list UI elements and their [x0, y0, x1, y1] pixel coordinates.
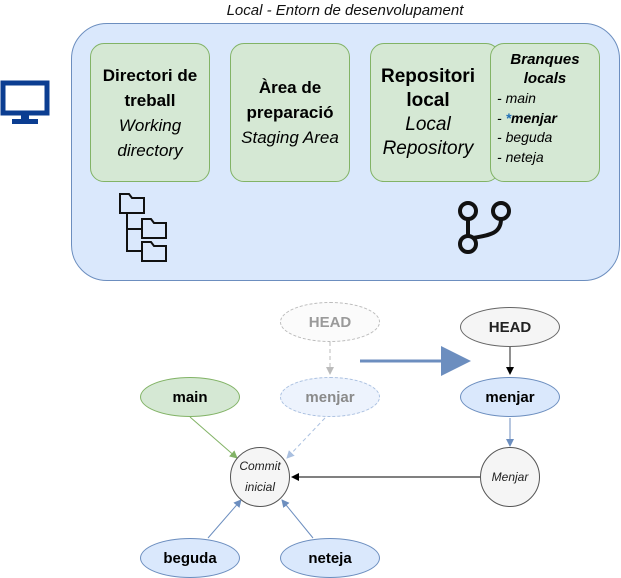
branch-name: neteja: [505, 148, 544, 165]
branch-prefix: -: [497, 109, 506, 126]
working-directory-subtitle-1: Working: [118, 115, 182, 135]
git-branch-icon: [458, 201, 511, 254]
local-repository-subtitle-2: Repository: [382, 137, 474, 159]
old-menjar-node: menjar: [280, 377, 380, 417]
branch-list-item-current: - *menjar: [497, 109, 557, 129]
beguda-branch-node: beguda: [140, 538, 240, 578]
initial-commit-label-1: Commit: [239, 459, 281, 473]
staging-area-card: Àrea de preparació Staging Area: [230, 43, 350, 182]
beguda-to-commit-edge: [207, 499, 242, 539]
local-branches-title-2: locals: [523, 70, 567, 87]
branch-name: menjar: [511, 109, 557, 126]
branch-name: beguda: [505, 129, 553, 145]
working-directory-subtitle-2: directory: [117, 140, 183, 160]
local-repository-title-1: Repositori: [381, 65, 475, 87]
old-head-node: HEAD: [280, 302, 380, 342]
folder-tree-icon: [119, 193, 167, 262]
old-menjar-to-commit-edge: [286, 417, 326, 459]
initial-commit-label-2: inicial: [244, 480, 275, 494]
local-branches-panel: Branques locals - main - *menjar - begud…: [490, 43, 600, 182]
branch-prefix: -: [497, 148, 506, 165]
branch-list-item: - beguda: [497, 128, 552, 148]
menjar-commit-node: Menjar: [480, 447, 540, 507]
environment-title: Local - Entorn de desenvolupament: [226, 2, 464, 19]
neteja-branch-node: neteja: [280, 538, 380, 578]
working-directory-card: Directori de treball Working directory: [90, 43, 210, 182]
initial-commit-node: Commit inicial: [230, 447, 290, 507]
menjar-commit-label: Menjar: [491, 469, 529, 484]
computer-icon: [0, 80, 50, 124]
head-node: HEAD: [460, 307, 560, 347]
branch-list-item: - main: [497, 89, 536, 109]
main-branch-node: main: [140, 377, 240, 417]
menjar-branch-node: menjar: [460, 377, 560, 417]
working-directory-title-1: Directori de: [102, 65, 198, 85]
neteja-to-commit-edge: [281, 499, 314, 539]
branch-name: main: [505, 90, 536, 106]
local-repository-card: Repositori local Local Repository: [370, 43, 500, 182]
staging-area-title-1: Àrea de: [258, 78, 322, 97]
branch-prefix: -: [497, 90, 506, 106]
main-to-commit-edge: [189, 416, 238, 459]
working-directory-title-2: treball: [124, 90, 176, 110]
local-repository-subtitle-1: Local: [405, 113, 451, 135]
staging-area-title-2: preparació: [246, 103, 334, 122]
local-branches-title-1: Branques: [510, 51, 580, 68]
staging-area-subtitle: Staging Area: [241, 128, 339, 147]
current-branch-marker: *: [505, 109, 512, 126]
local-repository-title-2: local: [406, 89, 450, 111]
branch-prefix: -: [497, 129, 506, 145]
branch-list-item: - neteja: [497, 148, 544, 168]
